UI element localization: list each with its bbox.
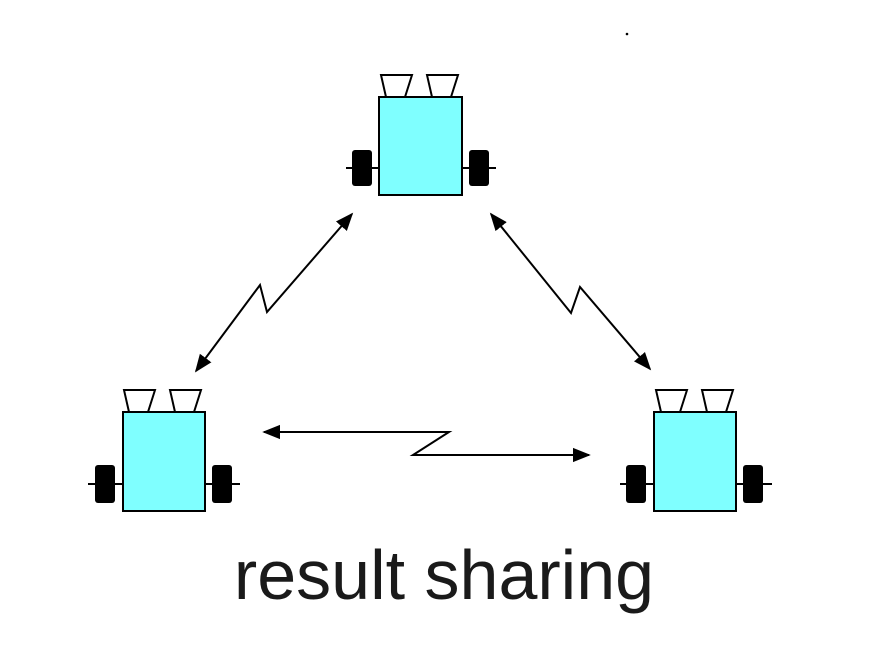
- robot-left-wheel-right: [212, 465, 232, 503]
- caption: result sharing: [233, 536, 655, 614]
- robot-right-sensor-right: [700, 389, 735, 413]
- link-top-right-arrow: [489, 212, 652, 371]
- link-left-right-arrow: [262, 424, 591, 463]
- robot-left-wheel-left: [95, 465, 115, 503]
- robot-right-wheel-right: [743, 465, 763, 503]
- link-top-left-arrow: [194, 212, 354, 373]
- robot-right-body: [653, 411, 737, 512]
- robot-left-sensor-left: [122, 389, 157, 413]
- robot-top-wheel-right: [469, 150, 489, 186]
- robot-right: [620, 389, 772, 512]
- robot-right-wheel-left: [626, 465, 646, 503]
- robot-top-sensor-left: [379, 74, 414, 98]
- robot-top-body: [378, 96, 463, 196]
- robot-top: [346, 74, 496, 196]
- robot-top-wheel-left: [352, 150, 372, 186]
- robot-right-sensor-left: [654, 389, 689, 413]
- robot-left-body: [122, 411, 206, 512]
- robot-left: [88, 389, 240, 512]
- speck-dot: [625, 32, 629, 36]
- robot-left-sensor-right: [168, 389, 203, 413]
- robot-top-sensor-right: [425, 74, 460, 98]
